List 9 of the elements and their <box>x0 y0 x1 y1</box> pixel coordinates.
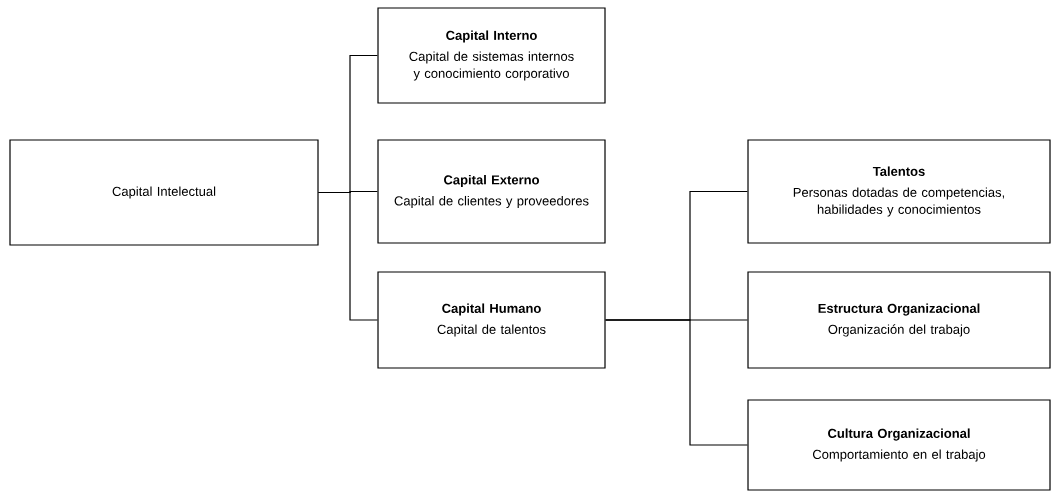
box: Capital Interno Capital de sistemas internos y conocimiento corporativo <box>377 7 606 104</box>
box: Cultura Organizacional Comportamiento en el trabajo <box>747 399 1051 491</box>
connector <box>318 191 378 321</box>
box: Capital Humano Capital de talentos <box>377 271 606 369</box>
box: Talentos Personas dotadas de competencias, habilidades y conocimientos <box>747 139 1051 244</box>
box: Capital Intelectual <box>9 139 319 246</box>
box: Estructura Organizacional Organización del trabajo <box>747 271 1051 369</box>
connector <box>605 319 748 446</box>
box: Capital Externo Capital de clientes y proveedores <box>377 139 606 244</box>
